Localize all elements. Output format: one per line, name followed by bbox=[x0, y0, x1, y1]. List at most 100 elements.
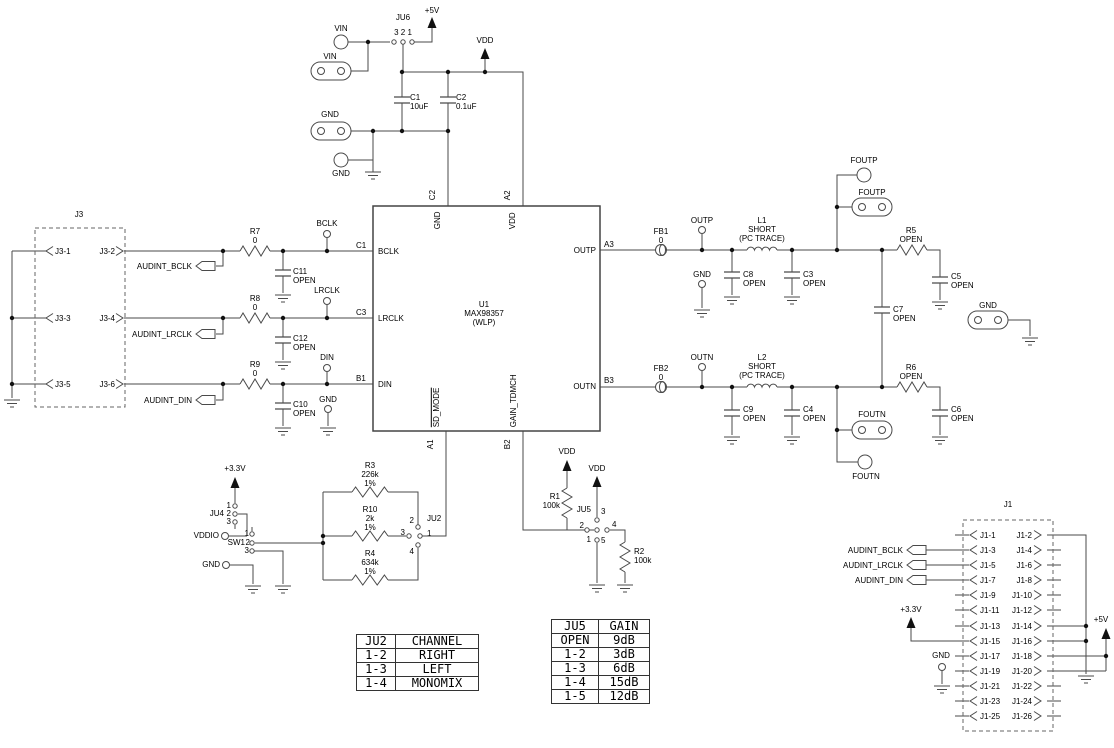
sw1-label: SW1 bbox=[227, 538, 245, 547]
capacitors bbox=[274, 96, 949, 417]
resistor-r6 bbox=[896, 381, 928, 393]
vdd-ju5-label: VDD bbox=[588, 464, 606, 473]
foutp-oval bbox=[851, 197, 893, 217]
cap-c4-label: C4 OPEN bbox=[803, 405, 826, 424]
table-cell: MONOMIX bbox=[395, 676, 479, 691]
plus33v-j1-label: +3.3V bbox=[900, 605, 922, 614]
jumper-pins bbox=[232, 39, 610, 554]
ferrite-fb1 bbox=[655, 244, 667, 256]
pin-a3-designator: A3 bbox=[604, 240, 614, 249]
cap-c9-label: C9 OPEN bbox=[743, 405, 766, 424]
foutn-tp-label: FOUTN bbox=[852, 472, 880, 481]
wires bbox=[11, 28, 1107, 717]
vin-conn-label: VIN bbox=[323, 52, 337, 61]
j1-pin: J1-13 bbox=[980, 622, 1001, 631]
cap-c5-label: C5 OPEN bbox=[951, 272, 974, 291]
ic-body bbox=[372, 205, 601, 432]
j3-pin-2: J3-2 bbox=[99, 247, 115, 256]
table-cell: 12dB bbox=[598, 689, 650, 704]
ferrite-fb1-label: FB1 0 bbox=[653, 227, 669, 246]
ic-bclk-pin-label: BCLK bbox=[378, 247, 399, 256]
j1-pin: J1-21 bbox=[980, 682, 1001, 691]
cap-c6-label: C6 OPEN bbox=[951, 405, 974, 424]
ju4-label: JU4 bbox=[209, 509, 224, 518]
u1-part-label: U1 MAX98357 (WLP) bbox=[464, 300, 504, 328]
ju5-pin3-label: 3 bbox=[601, 507, 606, 516]
cap-c8-label: C8 OPEN bbox=[743, 270, 766, 289]
j3-pin-4: J3-4 bbox=[99, 314, 115, 323]
gnd-j1-label: GND bbox=[932, 651, 950, 660]
table-cell: 1-4 bbox=[551, 675, 599, 690]
ju2-pin4-label: 4 bbox=[409, 547, 414, 556]
j1-pin: J1-7 bbox=[980, 576, 996, 585]
ic-gain-pin-label: GAIN_TDMCH bbox=[508, 374, 518, 428]
cap-c2-label: C2 0.1uF bbox=[456, 93, 477, 112]
vin-tp-label: VIN bbox=[334, 24, 348, 33]
vdd-label: VDD bbox=[476, 36, 494, 45]
ferrite-fb2 bbox=[655, 381, 667, 393]
j3-pin-3: J3-3 bbox=[55, 314, 71, 323]
table-cell: CHANNEL bbox=[395, 634, 479, 649]
j1-pin: J1-5 bbox=[980, 561, 996, 570]
foutp-tp-label: FOUTP bbox=[850, 156, 878, 165]
j1-pin: J1-6 bbox=[1016, 561, 1032, 570]
ju6-label: JU6 bbox=[395, 13, 411, 22]
plus5v-label: +5V bbox=[424, 6, 440, 15]
inductor-l2 bbox=[746, 383, 778, 388]
pin-c2-designator: C2 bbox=[427, 189, 437, 201]
foutn-conn-label: FOUTN bbox=[858, 410, 886, 419]
cap-c3-label: C3 OPEN bbox=[803, 270, 826, 289]
j1-pin: J1-15 bbox=[980, 637, 1001, 646]
table-cell: 1-2 bbox=[356, 648, 396, 663]
ju5-label: JU5 bbox=[576, 505, 591, 514]
table-cell: RIGHT bbox=[395, 648, 479, 663]
j3-pin-5: J3-5 bbox=[55, 380, 71, 389]
resistor-r7-label: R7 0 bbox=[249, 227, 261, 246]
ic-outp-pin-label: OUTP bbox=[573, 246, 596, 255]
plus5v-j1-label: +5V bbox=[1093, 615, 1109, 624]
resistor-r5 bbox=[896, 244, 928, 256]
inductor-l1 bbox=[746, 246, 778, 251]
j1-pin: J1-25 bbox=[980, 712, 1001, 721]
resistor-r4-label: R4 634k 1% bbox=[361, 549, 379, 577]
j1-pin: J1-23 bbox=[980, 697, 1001, 706]
pin-a1-designator: A1 bbox=[425, 439, 435, 450]
j1-pin: J1-12 bbox=[1011, 606, 1032, 615]
ju2-pin3-label: 3 bbox=[400, 528, 405, 537]
ju5-pin1-label: 1 bbox=[586, 535, 591, 544]
table-cell: 1-3 bbox=[551, 661, 599, 676]
table-cell: 1-3 bbox=[356, 662, 396, 677]
gnd-conn-label: GND bbox=[321, 110, 339, 119]
j1-pin: J1-20 bbox=[1011, 667, 1032, 676]
plus33v-label: +3.3V bbox=[224, 464, 246, 473]
cap-c11-label: C11 OPEN bbox=[293, 267, 316, 286]
gnd-oval bbox=[310, 121, 352, 141]
gnd-oval-right bbox=[967, 310, 1009, 330]
connector-boxes bbox=[34, 227, 1054, 732]
audint-bclk-flag-label: AUDINT_BCLK bbox=[136, 262, 192, 271]
j1-pin: J1-2 bbox=[1016, 531, 1032, 540]
j3-pin-6: J3-6 bbox=[99, 380, 115, 389]
table-cell: LEFT bbox=[395, 662, 479, 677]
j1-pin: J1-24 bbox=[1011, 697, 1032, 706]
cap-c10-label: C10 OPEN bbox=[293, 400, 316, 419]
foutn-oval bbox=[851, 420, 893, 440]
resistor-r2-label: R2 100k bbox=[634, 547, 652, 566]
j1-pin: J1-14 bbox=[1011, 622, 1032, 631]
gnd-tp2-label: GND bbox=[319, 395, 337, 404]
pin-a2-designator: A2 bbox=[502, 190, 512, 201]
outp-tp-label: OUTP bbox=[690, 216, 714, 225]
vddio-tp-label: VDDIO bbox=[193, 531, 219, 540]
bclk-tp-label: BCLK bbox=[316, 219, 338, 228]
cap-c7-label: C7 OPEN bbox=[893, 305, 916, 324]
pin-b2-designator: B2 bbox=[502, 439, 512, 450]
audint-din-flag-label: AUDINT_DIN bbox=[143, 396, 192, 405]
resistor-r7 bbox=[239, 245, 271, 257]
outn-tp-label: OUTN bbox=[690, 353, 714, 362]
vin-oval bbox=[310, 61, 352, 81]
j1-pin: J1-26 bbox=[1011, 712, 1032, 721]
gnd-oval-label: GND bbox=[979, 301, 997, 310]
